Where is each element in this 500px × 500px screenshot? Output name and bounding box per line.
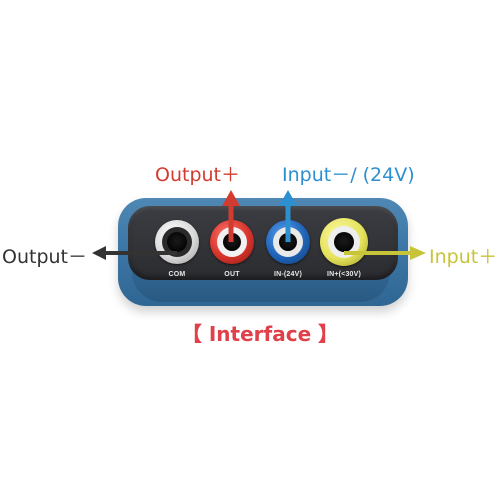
output-plus-arrow-icon bbox=[222, 190, 240, 242]
out-port-label: OUT bbox=[224, 271, 240, 278]
in-plus-port-label: IN+(<30V) bbox=[326, 271, 362, 278]
interface-title: 【 Interface 】 bbox=[181, 322, 339, 346]
com-port-label: COM bbox=[168, 271, 186, 278]
output-minus-arrow-icon bbox=[92, 246, 177, 260]
output-plus-label: Output＋ bbox=[155, 164, 240, 186]
output-minus-label: Output－ bbox=[2, 246, 87, 268]
input-minus-arrow-icon bbox=[279, 190, 297, 242]
input-plus-arrow-icon bbox=[344, 246, 426, 260]
in-minus-port-label: IN-(24V) bbox=[273, 271, 303, 278]
input-minus-label: Input－/ (24V) bbox=[282, 164, 415, 186]
input-plus-label: Input＋ bbox=[429, 246, 498, 268]
